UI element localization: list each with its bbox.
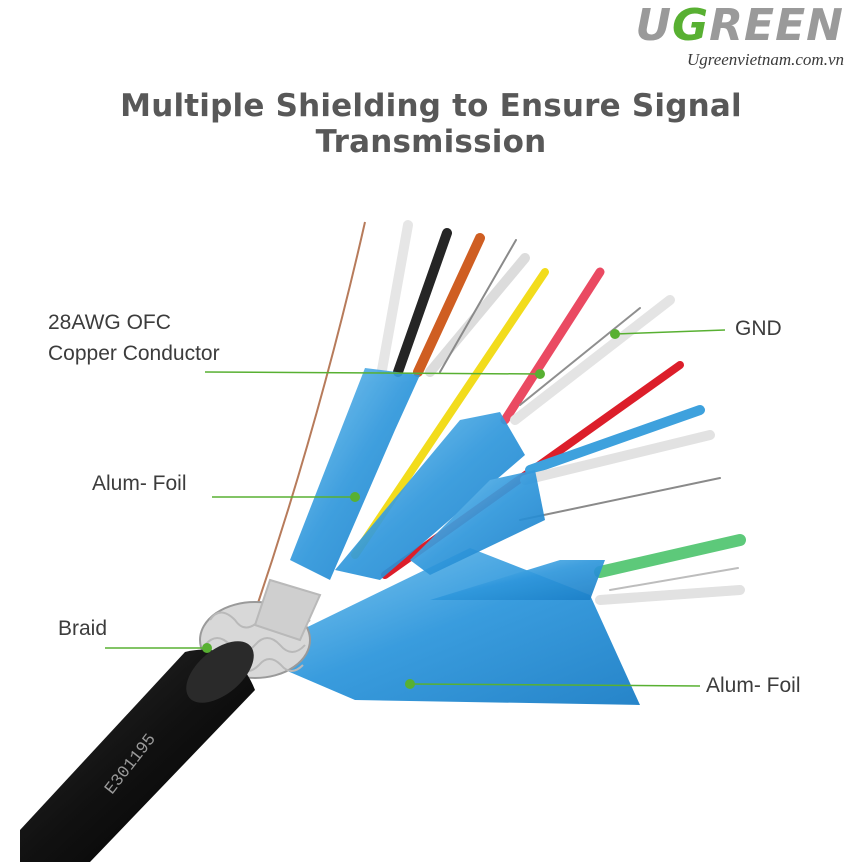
conductor-label-line1: 28AWG OFC bbox=[48, 311, 171, 334]
brand-website: Ugreenvietnam.com.vn bbox=[686, 50, 844, 69]
braid-label: Braid bbox=[58, 617, 108, 640]
wire-bundle bbox=[351, 220, 746, 605]
gnd-label: GND bbox=[735, 317, 782, 340]
conductor-label-line2: Copper Conductor bbox=[48, 342, 220, 365]
cable-jacket: E301195 bbox=[20, 641, 255, 862]
ugreen-logo: UGREEN bbox=[635, 0, 844, 51]
inner-foil-label: Alum- Foil bbox=[92, 472, 187, 495]
pair-foil-wraps bbox=[290, 368, 605, 600]
callout-lines bbox=[105, 329, 726, 687]
outer-foil-label: Alum- Foil bbox=[706, 674, 801, 697]
brand-block: UGREEN Ugreenvietnam.com.vn bbox=[604, 2, 844, 70]
copper-drain-wire bbox=[254, 221, 366, 613]
page-title: Multiple Shielding to Ensure Signal Tran… bbox=[120, 88, 742, 160]
callout-dots bbox=[202, 329, 620, 689]
